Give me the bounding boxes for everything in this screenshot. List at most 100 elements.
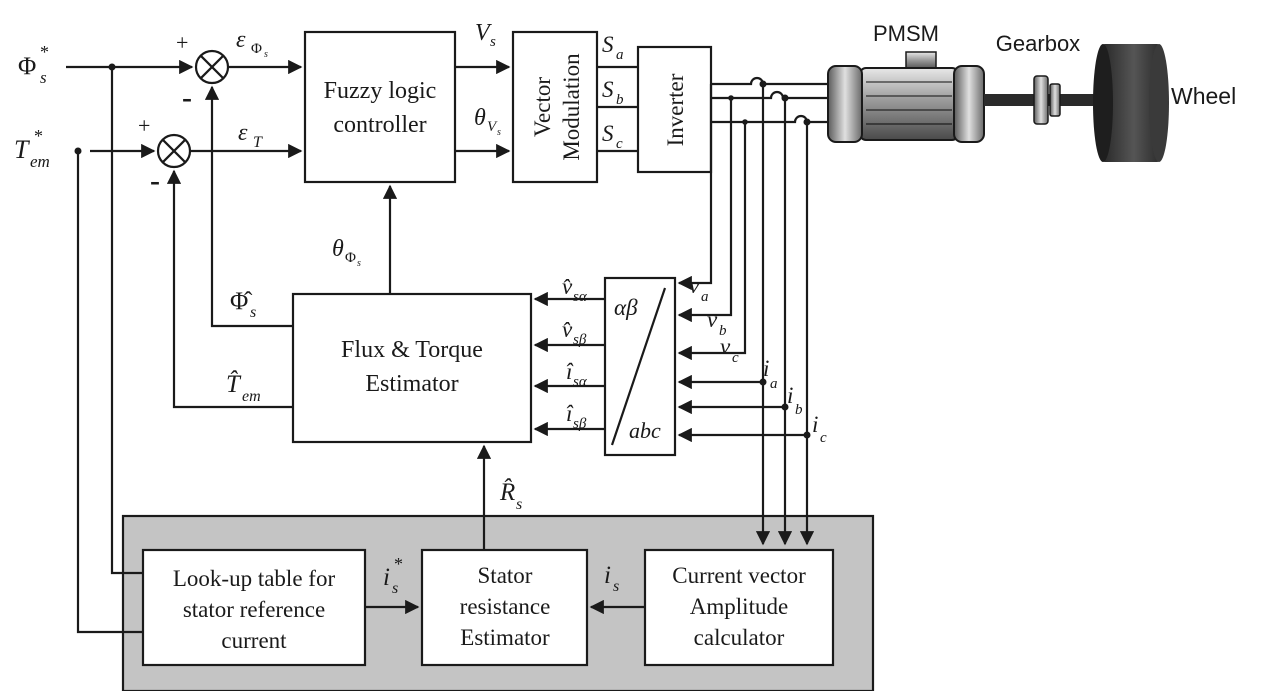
- abc-alphabeta-transform-block: [603, 276, 677, 457]
- lookup-label-line1: Look-up table for: [173, 566, 336, 591]
- vb-label: v b: [707, 307, 727, 339]
- fuzzy-label-line1: Fuzzy logic: [324, 78, 437, 104]
- lookup-table-block: [141, 548, 367, 667]
- svg-text:T̂: T̂: [226, 370, 242, 398]
- ib-tap-node: [781, 403, 789, 411]
- svg-text:b: b: [719, 323, 727, 339]
- stator-resistance-estimator-block: [420, 548, 589, 667]
- ib-top-node: [781, 94, 789, 102]
- svg-text:s: s: [613, 578, 619, 595]
- svg-text:θ: θ: [332, 236, 344, 262]
- vector-modulation-label-line1: Vector: [530, 77, 555, 137]
- ic-label: i c: [812, 412, 827, 446]
- flux-summing-junction: [194, 49, 230, 85]
- phase-lines: [711, 76, 828, 124]
- svg-text:sα: sα: [573, 374, 588, 390]
- svg-text:T: T: [14, 135, 30, 164]
- transform-abc-label: abc: [629, 418, 661, 443]
- ia-tap-node: [759, 378, 767, 386]
- flux-ref-label: Φ s *: [18, 42, 49, 87]
- svg-text:V: V: [475, 20, 492, 46]
- svg-text:v̂: v̂: [562, 274, 573, 299]
- svg-text:S: S: [602, 32, 614, 57]
- svg-text:S: S: [602, 77, 614, 102]
- drive-shaft: [984, 94, 1114, 106]
- svg-text:*: *: [40, 42, 49, 62]
- svg-text:em: em: [242, 388, 261, 405]
- fuzzy-label-line2: controller: [333, 112, 426, 138]
- torque-ref-node: [74, 147, 82, 155]
- ic-top-node: [803, 118, 811, 126]
- ia-top-node: [759, 80, 767, 88]
- vsb-label: v̂ sβ: [562, 317, 587, 348]
- sc-label: S c: [602, 121, 623, 152]
- svg-text:sβ: sβ: [573, 332, 587, 348]
- svg-text:s: s: [40, 68, 47, 87]
- svg-text:î: î: [566, 359, 574, 384]
- svg-text:sα: sα: [573, 289, 588, 305]
- svg-text:s: s: [357, 258, 361, 269]
- estimator-label-line1: Flux & Torque: [341, 337, 483, 363]
- flux-feedback-wire: [204, 85, 293, 328]
- sb-label: S b: [602, 77, 624, 108]
- torque-plus-sign: +: [138, 113, 150, 138]
- va-label: v a: [689, 273, 709, 305]
- theta-flux-label: θ Φ s: [332, 236, 361, 269]
- svg-text:s: s: [250, 304, 256, 321]
- pmsm-label: PMSM: [873, 21, 939, 46]
- eps-torque-label: ε T: [238, 120, 263, 151]
- svg-text:*: *: [34, 126, 43, 146]
- svg-text:Φ: Φ: [345, 250, 356, 266]
- flux-torque-estimator-block: [291, 292, 533, 444]
- svg-text:Φ̂: Φ̂: [230, 288, 252, 315]
- flux-ref-node: [108, 63, 116, 71]
- svg-text:c: c: [732, 350, 739, 366]
- stator-res-label-line2: resistance: [460, 594, 551, 619]
- vb-tap-wire: [677, 98, 733, 323]
- vector-modulation-label-line2: Modulation: [559, 53, 584, 161]
- current-vec-label-line1: Current vector: [672, 563, 806, 588]
- transform-alphabeta-label: αβ: [614, 295, 638, 320]
- svg-text:s: s: [264, 49, 268, 60]
- svg-text:c: c: [616, 136, 623, 152]
- torque-minus-sign: -: [150, 164, 160, 197]
- gearbox-label: Gearbox: [996, 31, 1080, 56]
- svg-text:R̂: R̂: [499, 478, 515, 506]
- fuzzy-logic-controller-block: [303, 30, 457, 184]
- is-label: i s: [604, 562, 619, 595]
- svg-text:c: c: [820, 430, 827, 446]
- svg-text:Φ: Φ: [18, 53, 36, 80]
- svg-text:sβ: sβ: [573, 416, 587, 432]
- vb-node: [728, 95, 734, 101]
- vsa-label: v̂ sα: [562, 274, 588, 305]
- svg-text:ε: ε: [238, 120, 248, 146]
- inverter-block: [636, 45, 713, 174]
- vc-label: v c: [720, 334, 739, 366]
- svg-text:b: b: [616, 92, 624, 108]
- vc-node: [742, 119, 748, 125]
- isa-label: î sα: [566, 359, 588, 390]
- svg-text:v: v: [707, 307, 718, 332]
- vc-tap-wire: [677, 122, 747, 361]
- vector-modulation-block: [511, 30, 599, 184]
- torque-hat-label: T̂ em: [226, 370, 261, 405]
- svg-text:s: s: [516, 496, 522, 513]
- flux-plus-sign: +: [176, 30, 188, 55]
- estimator-label-line2: Estimator: [365, 371, 458, 397]
- wheel: [1093, 44, 1169, 162]
- svg-text:ε: ε: [236, 27, 246, 53]
- current-vector-amplitude-block: [643, 548, 835, 667]
- svg-text:v: v: [689, 273, 700, 298]
- svg-text:i: i: [763, 356, 769, 381]
- theta-vs-label: θ V s: [474, 105, 501, 138]
- svg-text:em: em: [30, 152, 50, 171]
- svg-text:i: i: [604, 562, 611, 589]
- torque-summing-junction: [156, 133, 192, 169]
- torque-ref-branch: [76, 151, 143, 634]
- svg-text:s: s: [490, 34, 496, 50]
- eps-flux-label: ε Φ s: [236, 27, 268, 60]
- svg-text:θ: θ: [474, 105, 486, 131]
- svg-text:a: a: [616, 47, 624, 63]
- svg-text:i: i: [383, 564, 390, 591]
- ic-tap-node: [803, 431, 811, 439]
